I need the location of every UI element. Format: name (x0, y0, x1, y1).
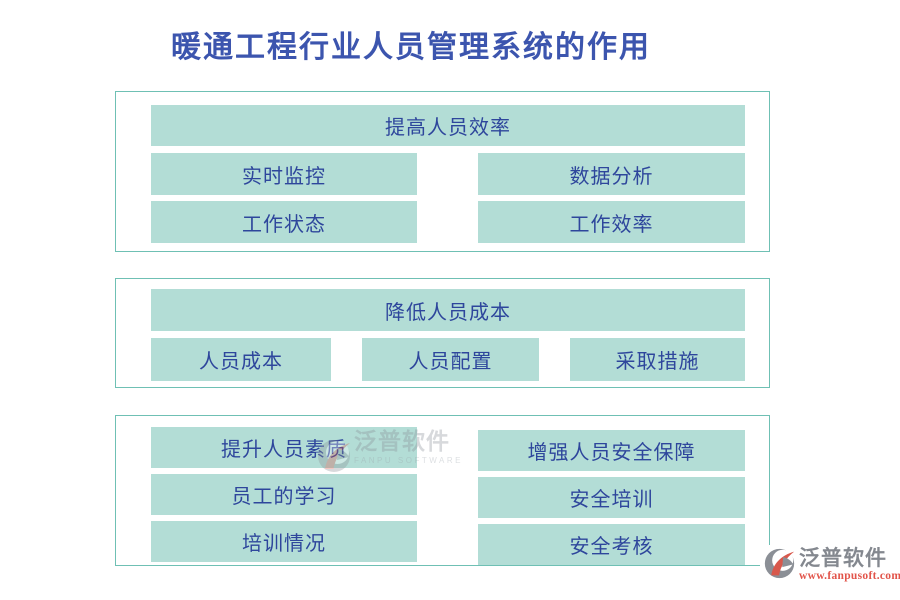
section-improve-efficiency: 提高人员效率 实时监控 数据分析 工作状态 工作效率 (115, 91, 770, 252)
block-data-analysis: 数据分析 (478, 153, 745, 195)
block-training-status: 培训情况 (151, 521, 417, 562)
block-safety-training: 安全培训 (478, 477, 745, 518)
header-improve-efficiency: 提高人员效率 (151, 105, 745, 146)
brand-name: 泛普软件 (799, 546, 887, 570)
section1-grid: 实时监控 数据分析 工作状态 工作效率 (151, 153, 745, 243)
brand-url: www.fanpusoft.com (799, 570, 900, 583)
header-reduce-cost: 降低人员成本 (151, 289, 745, 331)
block-personnel-allocation: 人员配置 (362, 338, 539, 381)
block-employee-learning: 员工的学习 (151, 474, 417, 515)
section2-row: 人员成本 人员配置 采取措施 (151, 338, 745, 381)
header-improve-quality: 提升人员素质 (151, 427, 417, 468)
page-title: 暖通工程行业人员管理系统的作用 (171, 31, 651, 64)
header-enhance-safety: 增强人员安全保障 (478, 430, 745, 471)
fanpu-logo-icon (763, 547, 796, 585)
section3-columns: 提升人员素质 员工的学习 培训情况 增强人员安全保障 安全培训 安全考核 (151, 427, 745, 565)
block-safety-assessment: 安全考核 (478, 524, 745, 565)
section-reduce-cost: 降低人员成本 人员成本 人员配置 采取措施 (115, 278, 770, 388)
block-personnel-cost: 人员成本 (151, 338, 331, 381)
block-take-measures: 采取措施 (570, 338, 745, 381)
column-improve-quality: 提升人员素质 员工的学习 培训情况 (151, 427, 417, 562)
brand-logo: 泛普软件 www.fanpusoft.com (760, 545, 900, 587)
block-realtime-monitoring: 实时监控 (151, 153, 417, 195)
block-work-status: 工作状态 (151, 201, 417, 243)
column-enhance-safety: 增强人员安全保障 安全培训 安全考核 (478, 430, 745, 565)
section-quality-and-safety: 提升人员素质 员工的学习 培训情况 增强人员安全保障 安全培训 安全考核 (115, 415, 770, 566)
block-work-efficiency: 工作效率 (478, 201, 745, 243)
